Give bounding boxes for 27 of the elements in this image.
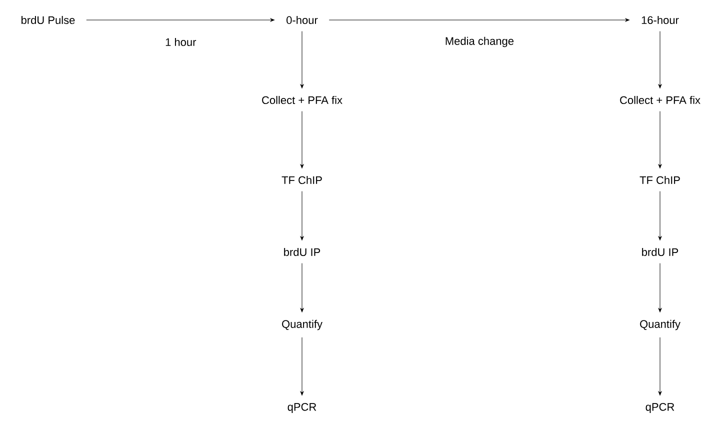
step-label: Quantify — [282, 320, 322, 330]
step-label: qPCR — [646, 403, 674, 413]
step-label: Collect + PFA fix — [620, 96, 700, 104]
step-label: brdU Pulse — [22, 16, 75, 24]
arrow — [86, 18, 274, 22]
step-label: qPCR — [288, 403, 316, 413]
step-label: brdU IP — [284, 248, 320, 256]
step-label: TF ChIP — [282, 176, 322, 184]
arrow — [658, 31, 662, 88]
step-label: 0-hour — [286, 16, 318, 24]
step-label: 16-hour — [642, 16, 679, 24]
arrow — [658, 191, 662, 240]
arrow — [658, 337, 662, 396]
arrow — [300, 337, 304, 396]
step-label: brdU IP — [642, 248, 678, 256]
arrow — [300, 191, 304, 240]
arrow — [300, 31, 304, 88]
edge-label: Media change — [446, 36, 514, 48]
arrow — [300, 263, 304, 312]
arrow — [658, 111, 662, 168]
arrow — [658, 263, 662, 312]
step-label: Collect + PFA fix — [262, 96, 342, 104]
arrow — [300, 111, 304, 168]
step-label: Quantify — [640, 320, 680, 330]
edge-label: 1 hour — [166, 38, 196, 46]
step-label: TF ChIP — [640, 176, 680, 184]
arrow — [328, 18, 630, 22]
